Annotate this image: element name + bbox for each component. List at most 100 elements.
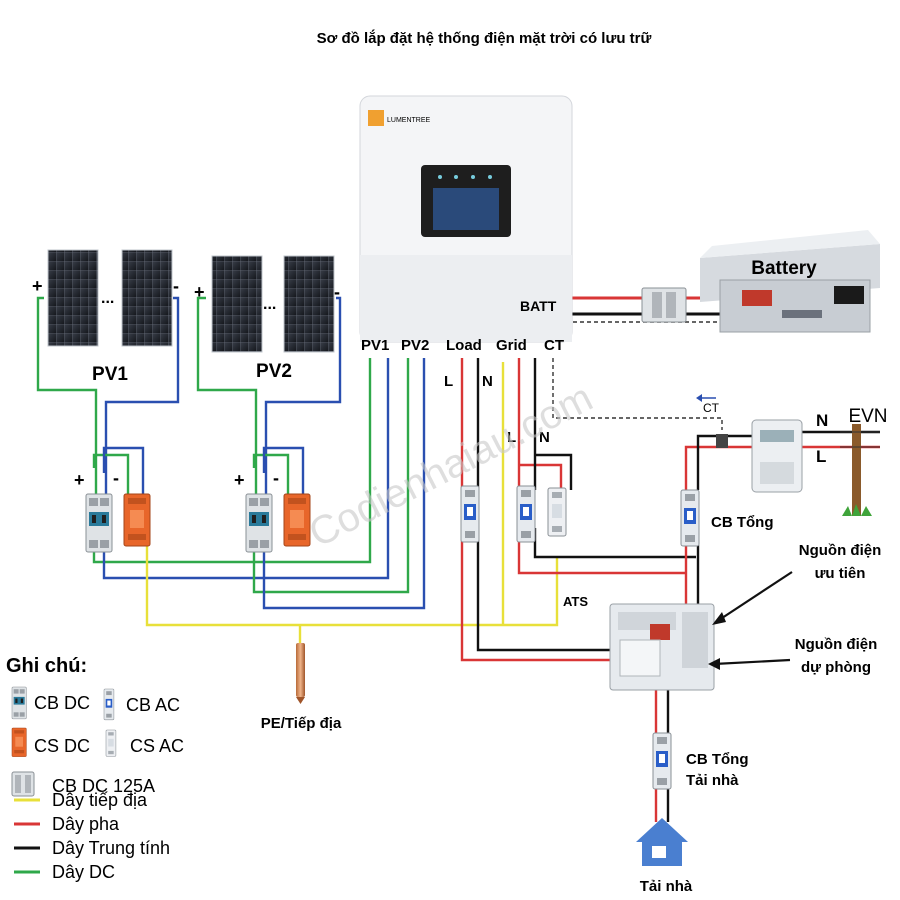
pv1-array: ... + - PV1	[32, 249, 179, 385]
solar-panel	[283, 255, 335, 353]
evn-n-label: N	[816, 411, 828, 430]
energy-meter	[751, 419, 803, 493]
legend-cb-ac-icon	[103, 688, 115, 721]
pv1-positive-wire	[36, 296, 98, 494]
status-led-icon	[471, 175, 475, 179]
cb-dc-pv1-plus: +	[74, 470, 85, 490]
legend-line-label: Dây DC	[52, 862, 115, 882]
dc-protection-pv1: + -	[74, 468, 151, 553]
ats-label: ATS	[563, 594, 588, 609]
pv1-dc-pos-to-inverter	[92, 358, 372, 564]
pv2-negative-wire	[264, 296, 342, 494]
load-n-marker: N	[482, 373, 493, 390]
cs-dc-pv1	[123, 493, 151, 547]
legend-line-label: Dây tiếp địa	[52, 790, 148, 810]
cs-ac-grid	[547, 487, 567, 537]
arrow-priority-head-icon	[712, 612, 726, 625]
solar-panel	[47, 249, 99, 347]
port-load: Load	[446, 337, 482, 354]
cb-dc-pv2	[245, 493, 273, 553]
inverter-brand: LUMENTREE	[387, 117, 431, 124]
pv1-label: PV1	[92, 364, 128, 385]
legend-cb-dc-125a: CB DC 125A	[52, 776, 155, 796]
pv2-dc-neg-to-inverter	[262, 358, 426, 610]
brand-logo-icon	[368, 110, 384, 126]
pv2-dc-pos-to-inverter	[252, 358, 410, 594]
legend-line-label: Dây pha	[52, 814, 120, 834]
legend-cs-ac: CS AC	[130, 736, 184, 756]
cb-ac-grid	[516, 485, 536, 543]
nguon-uu-tien-line2: ưu tiên	[815, 565, 866, 582]
legend-cb-dc-icon	[11, 686, 27, 720]
dc-protection-pv2: + -	[234, 468, 311, 553]
nguon-du-phong-line2: dự phòng	[801, 659, 871, 676]
port-grid: Grid	[496, 337, 527, 354]
solar-panel	[121, 249, 173, 347]
nguon-uu-tien-line1: Nguồn điện	[799, 542, 882, 559]
legend: Ghi chú: CB DC CB AC CS DC CS AC CB DC 1…	[6, 655, 184, 882]
port-pv1: PV1	[361, 337, 389, 354]
pv1-negative-wire	[104, 296, 180, 494]
cb-dc-pv2-plus: +	[234, 470, 245, 490]
ct-arrow-head-icon	[696, 394, 702, 402]
earth-wire	[145, 545, 559, 627]
tai-nha-label: Tải nhà	[640, 878, 693, 895]
status-led-icon	[488, 175, 492, 179]
legend-cb-dc-125a-icon	[11, 771, 35, 797]
ct-clamp-icon	[716, 434, 728, 448]
pv1-minus: -	[173, 276, 179, 296]
cb-dc-pv1-minus: -	[113, 468, 119, 488]
pv2-positive-wire	[196, 296, 258, 494]
ct-tag: CT	[703, 401, 720, 415]
cb-tong-tai-nha-line2: Tải nhà	[686, 772, 739, 789]
pv2-plus: +	[194, 282, 205, 302]
pv2-dots: ...	[263, 296, 276, 313]
diagram-title: Sơ đồ lắp đặt hệ thống điện mặt trời có …	[317, 29, 652, 47]
cb-ac-load	[460, 485, 480, 543]
pv1-cs-neg-link	[102, 446, 145, 494]
legend-cs-dc: CS DC	[34, 736, 90, 756]
inverter-screen	[433, 188, 499, 230]
arrow-backup-icon	[713, 658, 791, 666]
pv2-label: PV2	[256, 361, 292, 382]
legend-line-label: Dây Trung tính	[52, 838, 170, 858]
evn-l-label: L	[816, 447, 826, 466]
house-icon	[636, 818, 688, 866]
legend-cs-ac-icon	[105, 729, 117, 757]
pv1-plus: +	[32, 276, 43, 296]
solar-panel	[211, 255, 263, 353]
battery-label: Battery	[751, 258, 817, 279]
cb-dc-pv1	[85, 493, 113, 553]
meter-to-cb-phase	[684, 445, 752, 490]
earth-rod: PE/Tiếp địa	[261, 643, 342, 732]
arrow-backup-head-icon	[708, 658, 720, 670]
pv2-cs-neg-link	[262, 446, 305, 494]
cb-ac-main	[680, 489, 700, 547]
pv1-dc-neg-to-inverter	[102, 358, 390, 580]
arrow-priority-icon	[715, 571, 793, 623]
cb-ac-house	[652, 732, 672, 790]
pv2-cs-pos-link	[252, 453, 290, 494]
grid-l-marker: L	[507, 429, 516, 446]
status-led-icon	[438, 175, 442, 179]
load-l-marker: L	[444, 373, 453, 390]
cb-tong-label: CB Tổng	[711, 514, 773, 531]
battery-cabinet-dashed	[566, 321, 743, 328]
hybrid-inverter: LUMENTREE PV1 PV2 Load Grid CT BATT	[359, 95, 573, 354]
meter-to-cb-neutral	[696, 434, 752, 490]
port-pv2: PV2	[401, 337, 429, 354]
cb-dc-125a-battery	[641, 287, 687, 323]
pv1-dots: ...	[101, 290, 114, 307]
cb-dc-pv2-minus: -	[273, 468, 279, 488]
status-led-icon	[454, 175, 458, 179]
utility-pole	[840, 424, 880, 516]
legend-title: Ghi chú:	[6, 655, 87, 677]
legend-cb-dc: CB DC	[34, 693, 90, 713]
grid-phase-wire	[517, 358, 686, 575]
grid-n-marker: N	[539, 429, 550, 446]
grass-icon	[842, 504, 872, 516]
legend-cb-ac: CB AC	[126, 695, 180, 715]
cb-tong-tai-nha-line1: CB Tổng	[686, 751, 748, 768]
